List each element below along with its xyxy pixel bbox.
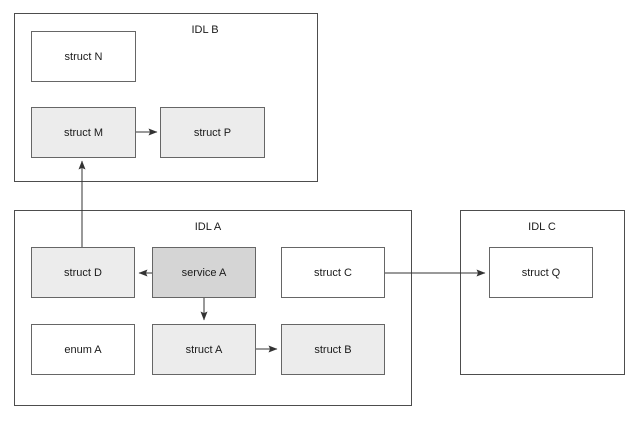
node-enum-a[interactable]: enum A xyxy=(31,324,135,375)
node-struct-b[interactable]: struct B xyxy=(281,324,385,375)
node-struct-q[interactable]: struct Q xyxy=(489,247,593,298)
container-label-idl-a: IDL A xyxy=(194,221,222,233)
node-struct-n[interactable]: struct N xyxy=(31,31,136,82)
node-struct-c[interactable]: struct C xyxy=(281,247,385,298)
node-struct-m[interactable]: struct M xyxy=(31,107,136,158)
container-label-idl-c: IDL C xyxy=(528,221,556,233)
node-struct-a[interactable]: struct A xyxy=(152,324,256,375)
node-struct-d[interactable]: struct D xyxy=(31,247,135,298)
node-struct-p[interactable]: struct P xyxy=(160,107,265,158)
container-label-idl-b: IDL B xyxy=(191,24,219,36)
container-idl-a[interactable] xyxy=(14,210,412,406)
node-service-a[interactable]: service A xyxy=(152,247,256,298)
